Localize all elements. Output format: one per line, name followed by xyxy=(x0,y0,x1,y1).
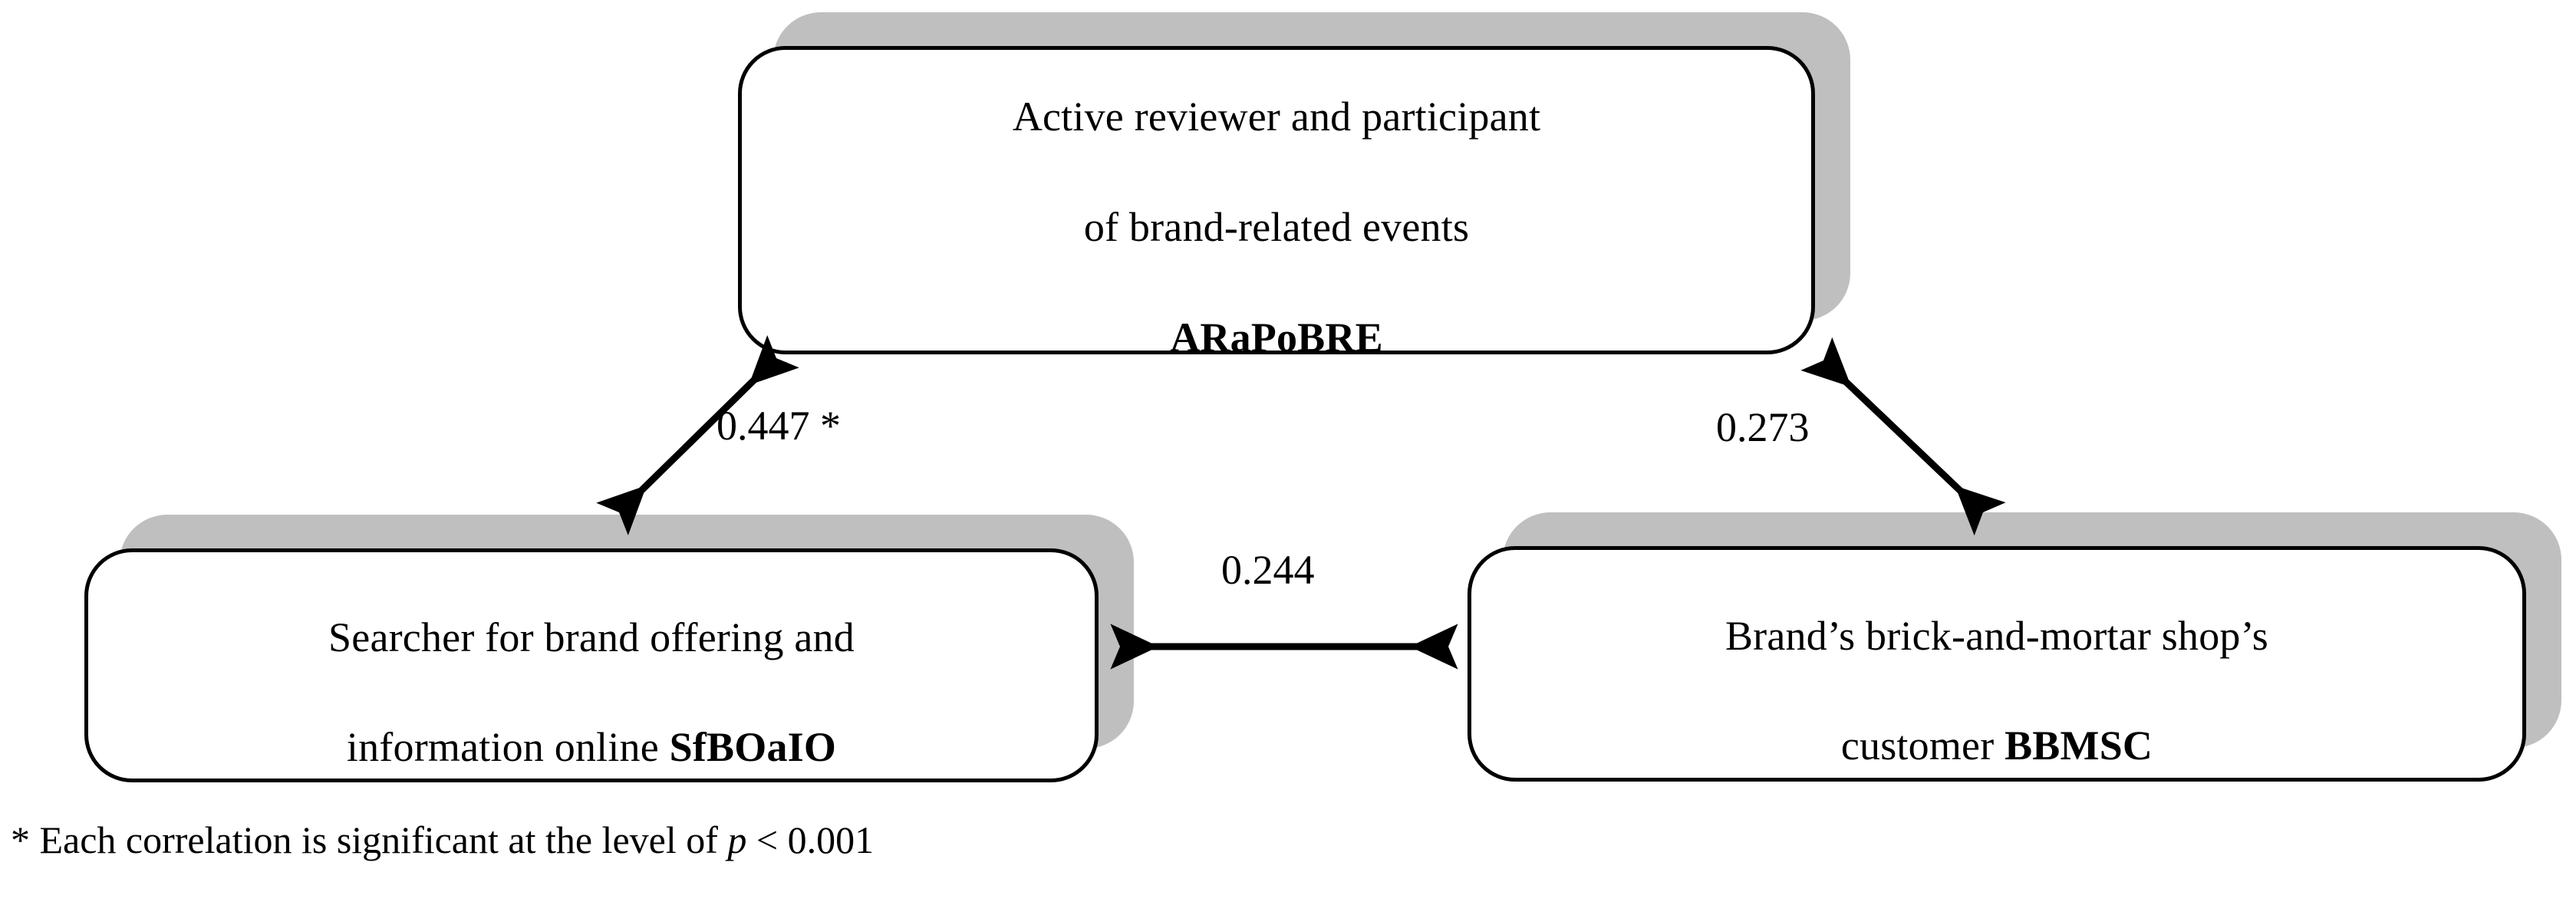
edge-label-sfboaio-arapobre: 0.447 * xyxy=(716,403,841,449)
node-arapobre-code: ARaPoBRE xyxy=(1170,314,1383,360)
node-sfboaio-label: Searcher for brand offering and informat… xyxy=(308,555,875,775)
node-bbmsc-line2: customer xyxy=(1840,723,2005,769)
edge-label-arapobre-bbmsc: 0.273 xyxy=(1716,404,1810,450)
footnote-text-before: Each correlation is significant at the l… xyxy=(30,818,728,861)
footnote-asterisk: * xyxy=(11,818,30,861)
significance-footnote: * Each correlation is significant at the… xyxy=(11,819,874,861)
node-sfboaio[interactable]: Searcher for brand offering and informat… xyxy=(84,515,1134,782)
node-bbmsc[interactable]: Brand’s brick-and-mortar shop’s customer… xyxy=(1468,512,2561,782)
node-sfboaio-code: SfBOaIO xyxy=(669,724,837,771)
footnote-text-after: < 0.001 xyxy=(746,818,875,861)
node-sfboaio-line1: Searcher for brand offering and xyxy=(328,614,855,660)
node-arapobre[interactable]: Active reviewer and participant of brand… xyxy=(738,12,1850,360)
footnote-p-symbol: p xyxy=(727,818,747,861)
node-sfboaio-line2: information online xyxy=(346,724,670,771)
node-bbmsc-surface: Brand’s brick-and-mortar shop’s customer… xyxy=(1468,546,2526,782)
node-sfboaio-surface: Searcher for brand offering and informat… xyxy=(84,548,1099,782)
node-arapobre-line2: of brand-related events xyxy=(1083,204,1470,250)
edge-label-sfboaio-bbmsc: 0.244 xyxy=(1221,547,1315,593)
node-bbmsc-line1: Brand’s brick-and-mortar shop’s xyxy=(1724,612,2269,659)
node-arapobre-line1: Active reviewer and participant xyxy=(1012,94,1541,140)
node-arapobre-surface: Active reviewer and participant of brand… xyxy=(738,46,1815,360)
node-arapobre-label: Active reviewer and participant of brand… xyxy=(993,35,1560,366)
node-bbmsc-code: BBMSC xyxy=(2004,723,2153,769)
node-bbmsc-label: Brand’s brick-and-mortar shop’s customer… xyxy=(1705,554,2288,774)
edge-arapobre-bbmsc xyxy=(1800,337,2006,536)
